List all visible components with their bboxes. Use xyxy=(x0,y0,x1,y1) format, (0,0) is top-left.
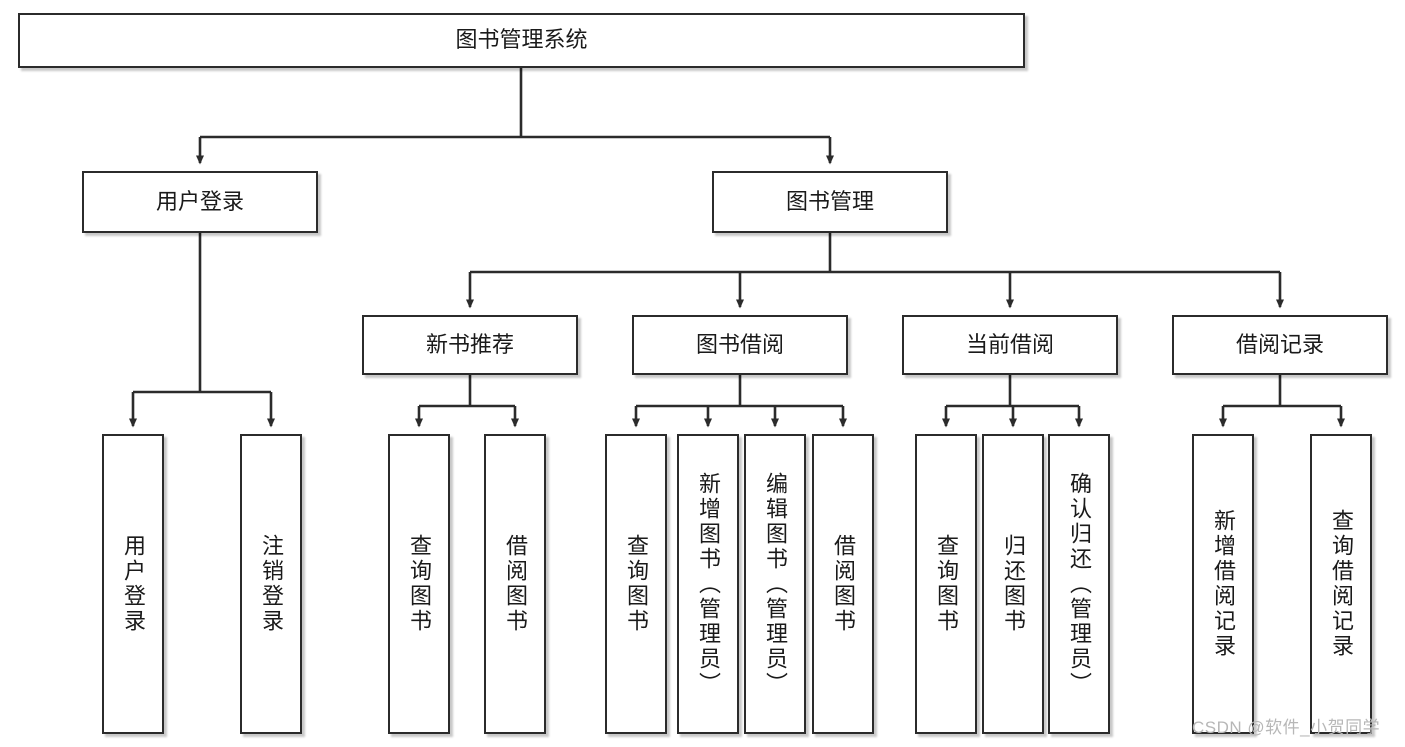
node-leaf-query-book-3[interactable]: 查询图书 xyxy=(915,434,977,734)
node-leaf-edit-book-admin[interactable]: 编辑图书（管理员） xyxy=(744,434,806,734)
node-book-management-label: 图书管理 xyxy=(785,188,874,214)
node-leaf-confirm-return-admin[interactable]: 确认归还（管理员） xyxy=(1048,434,1110,734)
node-new-book-recommend-label: 新书推荐 xyxy=(425,331,514,357)
node-leaf-edit-book-admin-label: 编辑图书（管理员） xyxy=(763,471,788,697)
node-borrow-record-label: 借阅记录 xyxy=(1235,331,1324,357)
node-leaf-add-book-admin-label: 新增图书（管理员） xyxy=(696,471,721,697)
node-leaf-borrow-book-2[interactable]: 借阅图书 xyxy=(812,434,874,734)
node-book-borrow[interactable]: 图书借阅 xyxy=(632,315,848,375)
node-user-login[interactable]: 用户登录 xyxy=(82,171,318,233)
node-current-borrow[interactable]: 当前借阅 xyxy=(902,315,1118,375)
node-book-management[interactable]: 图书管理 xyxy=(712,171,948,233)
node-leaf-confirm-return-admin-label: 确认归还（管理员） xyxy=(1067,471,1092,697)
csdn-watermark: CSDN @软件_小贺同学 xyxy=(1192,718,1381,737)
node-leaf-user-login-label: 用户登录 xyxy=(121,534,146,634)
node-leaf-user-login[interactable]: 用户登录 xyxy=(102,434,164,734)
node-leaf-query-book-2[interactable]: 查询图书 xyxy=(605,434,667,734)
node-leaf-query-book-3-label: 查询图书 xyxy=(934,534,959,634)
node-new-book-recommend[interactable]: 新书推荐 xyxy=(362,315,578,375)
node-leaf-borrow-book-1-label: 借阅图书 xyxy=(503,534,528,634)
node-leaf-query-book-2-label: 查询图书 xyxy=(624,534,649,634)
node-leaf-query-borrow-record-label: 查询借阅记录 xyxy=(1329,509,1354,659)
node-leaf-query-borrow-record[interactable]: 查询借阅记录 xyxy=(1310,434,1372,734)
node-current-borrow-label: 当前借阅 xyxy=(965,331,1054,357)
node-user-login-label: 用户登录 xyxy=(155,188,244,214)
node-leaf-query-book-1-label: 查询图书 xyxy=(407,534,432,634)
node-leaf-borrow-book-1[interactable]: 借阅图书 xyxy=(484,434,546,734)
node-root[interactable]: 图书管理系统 xyxy=(18,13,1025,68)
node-root-label: 图书管理系统 xyxy=(455,27,588,53)
node-leaf-query-book-1[interactable]: 查询图书 xyxy=(388,434,450,734)
node-leaf-add-borrow-record[interactable]: 新增借阅记录 xyxy=(1192,434,1254,734)
node-leaf-user-logout-label: 注销登录 xyxy=(259,534,284,634)
node-leaf-return-book[interactable]: 归还图书 xyxy=(982,434,1044,734)
node-leaf-borrow-book-2-label: 借阅图书 xyxy=(831,534,856,634)
node-leaf-return-book-label: 归还图书 xyxy=(1001,534,1026,634)
node-borrow-record[interactable]: 借阅记录 xyxy=(1172,315,1388,375)
node-book-borrow-label: 图书借阅 xyxy=(695,331,784,357)
node-leaf-add-borrow-record-label: 新增借阅记录 xyxy=(1211,509,1236,659)
node-leaf-user-logout[interactable]: 注销登录 xyxy=(240,434,302,734)
node-leaf-add-book-admin[interactable]: 新增图书（管理员） xyxy=(677,434,739,734)
